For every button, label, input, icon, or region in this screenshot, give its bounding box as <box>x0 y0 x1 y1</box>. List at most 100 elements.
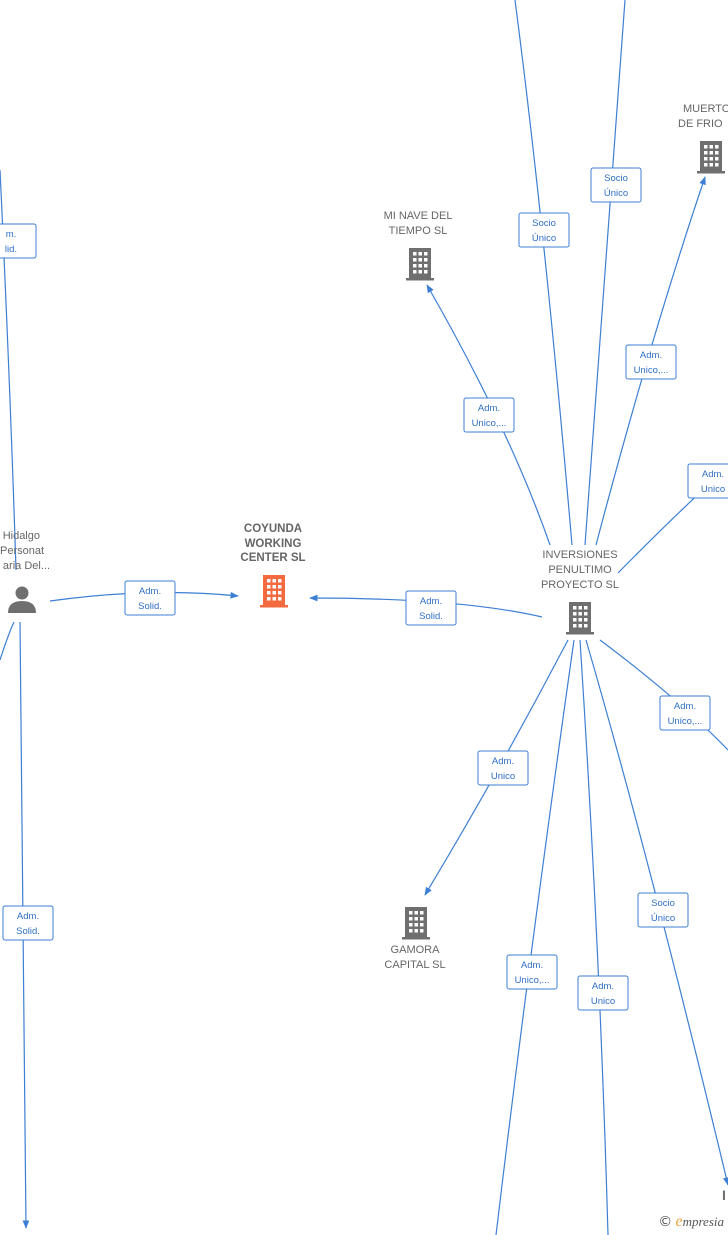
edge-inversiones-right-2 <box>599 639 728 751</box>
edge-label-box <box>518 212 570 248</box>
edge-label-box <box>625 344 677 380</box>
label-line: CENTER SL <box>240 552 306 564</box>
edge-label-text: Unico,... <box>472 418 507 429</box>
edge-label-text: Único <box>604 188 628 199</box>
copyright-symbol: © <box>658 1214 673 1230</box>
edge-inversiones-bottom-1 <box>495 639 575 1235</box>
building-windows <box>267 579 282 601</box>
edge-label-text: Adm. <box>492 756 514 767</box>
label-line: WORKING <box>244 537 302 550</box>
edge-label-box <box>659 695 711 731</box>
edge-label-text: Solid. <box>16 926 40 937</box>
person-icon[interactable] <box>8 586 36 614</box>
building-icon-gamora[interactable] <box>402 907 430 940</box>
building-base <box>566 632 594 635</box>
edge-label-inv-minave[interactable]: Adm. Unico,... <box>463 397 515 433</box>
edge-label-person-bottom[interactable]: Adm. Solid. <box>2 905 54 941</box>
edge-label-text: Socio <box>604 173 628 184</box>
edge-label-text: Unico,... <box>668 716 703 727</box>
label-line: MUERTO <box>683 103 728 115</box>
building-windows <box>573 606 588 628</box>
person-body <box>8 601 36 613</box>
edge-label-text: Solid. <box>419 611 443 622</box>
edge-label-inv-gamora[interactable]: Adm. Unico <box>477 750 529 786</box>
building-base <box>402 937 430 940</box>
edge-top-socio-1 <box>514 0 573 546</box>
edge-label-text: lid. <box>5 244 17 255</box>
edge-label-box <box>0 223 37 259</box>
edge-label-text: Adm. <box>674 701 696 712</box>
node-label-inversiones[interactable]: INVERSIONES PENULTIMO PROYECTO SL <box>530 548 630 593</box>
edge-label-text: Adm. <box>17 911 39 922</box>
brand-e: e <box>675 1213 683 1230</box>
label-line: Hidalgo <box>2 530 40 542</box>
node-label-coyunda[interactable]: COYUNDA WORKING CENTER SL <box>228 522 318 566</box>
edge-label-text: Socio <box>532 218 556 229</box>
label-line: Personat <box>0 545 45 557</box>
edge-inversiones-bottom-2 <box>579 639 609 1235</box>
label-line: TIEMPO SL <box>388 225 448 237</box>
person-head <box>15 586 29 600</box>
edge-label-box <box>405 590 457 626</box>
building-windows <box>413 252 428 274</box>
node-label-gamora[interactable]: GAMORA CAPITAL SL <box>370 943 460 973</box>
building-icon-coyunda[interactable] <box>260 575 288 608</box>
edge-label-person-coyunda[interactable]: Adm.Solid. <box>124 580 176 616</box>
edge-label-box <box>577 975 629 1011</box>
edge-label-inv-right-1[interactable]: Adm. Unico <box>687 463 728 499</box>
label-line: INVERSIONES <box>542 549 618 561</box>
edge-label-text: Adm. <box>478 403 500 414</box>
edge-label-text: Socio <box>651 898 675 909</box>
label-line: CAPITAL SL <box>384 959 446 971</box>
edge-label-inv-coyunda[interactable]: Adm. Solid. <box>405 590 457 626</box>
edge-label-text: Adm. <box>139 586 161 597</box>
edge-label-text: Unico,... <box>634 365 669 376</box>
edge-label-box <box>463 397 515 433</box>
node-label-mi-nave[interactable]: MI NAVE DEL TIEMPO SL <box>373 209 463 239</box>
edge-label-box <box>2 905 54 941</box>
label-line: MI NAVE DEL <box>383 210 453 222</box>
edge-label-text: Unico <box>701 484 725 495</box>
label-line: COYUNDA <box>243 523 303 535</box>
building-icon-muerto[interactable] <box>697 141 725 174</box>
edge-label-box <box>637 892 689 928</box>
edge-person-left <box>0 621 15 661</box>
edge-inversiones-socio-low <box>585 639 728 1186</box>
edge-label-text: Unico <box>491 771 515 782</box>
edge-label-box <box>687 463 728 499</box>
building-icon-inversiones[interactable] <box>566 602 594 635</box>
edge-label-text: Adm. <box>521 960 543 971</box>
edge-label-inv-muerto[interactable]: Adm.Unico,... <box>625 344 677 380</box>
edge-labels: Adm.Solid.Adm.Solid.Adm.Unico,...SocioÚn… <box>0 167 728 1011</box>
building-icon-mi-nave[interactable] <box>406 248 434 281</box>
label-line: PENULTIMO <box>548 564 612 576</box>
node-label-muerto[interactable]: MUERTO DE FRIO <box>674 102 728 132</box>
edge-label-text: Adm. <box>592 981 614 992</box>
edge-top-socio-2 <box>584 0 626 546</box>
node-label-person[interactable]: Hidalgo Personat aria Del... <box>0 529 50 574</box>
edge-label-box <box>124 580 176 616</box>
edge-label-text: m. <box>6 229 17 240</box>
watermark: © empresia <box>658 1213 724 1231</box>
edge-label-inv-bottom-2[interactable]: Adm.Unico <box>577 975 629 1011</box>
edge-label-box <box>590 167 642 203</box>
label-line: PROYECTO SL <box>540 579 620 591</box>
edge-label-inv-right-2[interactable]: Adm. Unico,... <box>659 695 711 731</box>
edge-label-text: Único <box>651 913 675 924</box>
edge-label-box <box>506 954 558 990</box>
building-base <box>260 605 288 608</box>
label-line: GAMORA <box>390 944 440 956</box>
edge-label-text: Adm. <box>702 469 724 480</box>
edge-label-person-top[interactable]: m. lid. <box>0 223 37 259</box>
brand-text: mpresia <box>682 1214 724 1229</box>
label-line: DE FRIO <box>678 118 723 130</box>
edge-label-text: Adm. <box>420 596 442 607</box>
edge-label-text: Unico,... <box>515 975 550 986</box>
edge-label-inv-bottom-1[interactable]: Adm. Unico,... <box>506 954 558 990</box>
label-line: aria Del... <box>2 560 50 572</box>
building-base <box>697 171 725 174</box>
